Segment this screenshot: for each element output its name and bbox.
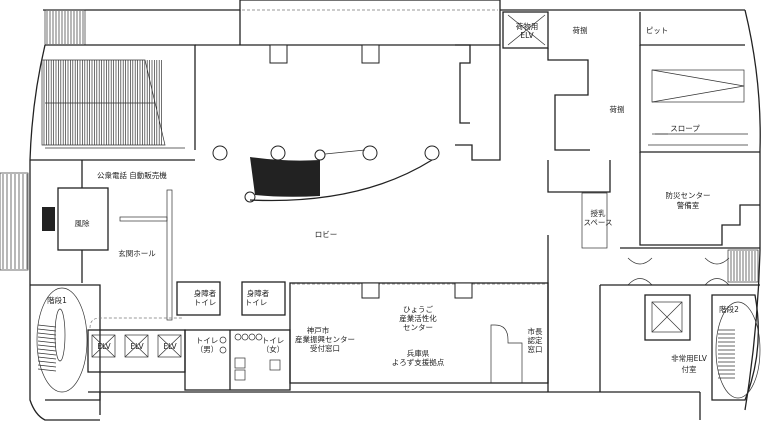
label-elv-1: ELV <box>97 342 111 351</box>
label-nursing-1: 授乳 <box>591 208 606 218</box>
label-elv-2: ELV <box>130 342 144 351</box>
label-hyogo-2: 産業活性化 <box>399 313 437 323</box>
label-entrance-hall: 玄関ホール <box>118 248 156 258</box>
hatch-line <box>37 364 57 368</box>
hatch-line <box>37 332 57 336</box>
hatch-line <box>37 356 57 360</box>
label-mayor-1: 市長 <box>528 326 543 336</box>
hatch-line <box>37 352 57 356</box>
entrance-steps <box>2 174 28 269</box>
label-yorozu-1: 兵庫県 <box>407 348 430 358</box>
label-slope: スロープ <box>670 124 700 133</box>
walls <box>0 0 761 421</box>
hatch-line <box>37 336 57 340</box>
stairs-top-left <box>46 11 84 44</box>
label-cargo-elv-2: ELV <box>520 31 534 40</box>
label-emergency-elv-1: 非常用ELV <box>671 353 708 363</box>
label-unloading-1: 荷捌 <box>573 25 588 35</box>
label-cargo-elv-1: 荷物用 <box>516 21 539 31</box>
hatch-line <box>37 340 57 344</box>
label-toilet-men-2: （男） <box>196 345 219 354</box>
ramp-hatching <box>43 60 162 145</box>
label-accessible-toilet-2a: 身障者 <box>247 288 270 298</box>
label-accessible-toilet-2b: トイレ <box>245 298 268 307</box>
label-kobe-1: 神戸市 <box>307 325 330 335</box>
hatch-line <box>37 348 57 352</box>
stairs-1-treads <box>37 324 57 372</box>
label-toilet-men-1: トイレ <box>196 336 219 345</box>
label-unloading-2: 荷捌 <box>610 104 625 114</box>
label-stairs-1: 階段1 <box>47 295 67 305</box>
label-kobe-3: 受付窓口 <box>310 343 340 353</box>
label-elv-3: ELV <box>163 342 177 351</box>
label-mayor-3: 窓口 <box>528 344 543 354</box>
hatch-line <box>37 328 57 332</box>
label-emergency-elv-2: 付室 <box>682 364 697 374</box>
label-public-phone: 公衆電話 <box>97 170 127 180</box>
label-mayor-2: 認定 <box>528 335 543 345</box>
label-disaster-center-1: 防災センター <box>666 190 711 200</box>
label-stairs-2: 階段2 <box>719 304 739 314</box>
label-windbreak: 風除 <box>75 218 90 228</box>
stairs-2-treads <box>718 329 735 379</box>
label-accessible-toilet-1a: 身障者 <box>194 288 217 298</box>
label-disaster-center-2: 警備室 <box>677 200 700 210</box>
room-labels: 公衆電話 自動販売機 風除 玄関ホール ロビー 階段1 ELV ELV ELV … <box>47 21 739 374</box>
label-vending-machine: 自動販売機 <box>129 170 167 180</box>
label-lobby: ロビー <box>315 230 338 239</box>
hatch-line <box>37 368 57 372</box>
label-yorozu-2: よろず支援拠点 <box>392 357 445 367</box>
label-nursing-2: スペース <box>583 218 612 227</box>
hatch-line <box>37 360 57 364</box>
label-pit: ピット <box>646 26 669 35</box>
label-toilet-women-2: （女） <box>262 344 285 354</box>
label-accessible-toilet-1b: トイレ <box>194 298 217 307</box>
label-hyogo-3: センター <box>403 323 433 332</box>
stairs-right-treads <box>730 251 756 281</box>
label-kobe-2: 産業振興センター <box>295 334 355 344</box>
label-hyogo-1: ひょうご <box>403 304 433 314</box>
label-toilet-women-1: トイレ <box>262 336 285 345</box>
hatch-line <box>37 324 57 328</box>
hatch-line <box>37 344 57 348</box>
